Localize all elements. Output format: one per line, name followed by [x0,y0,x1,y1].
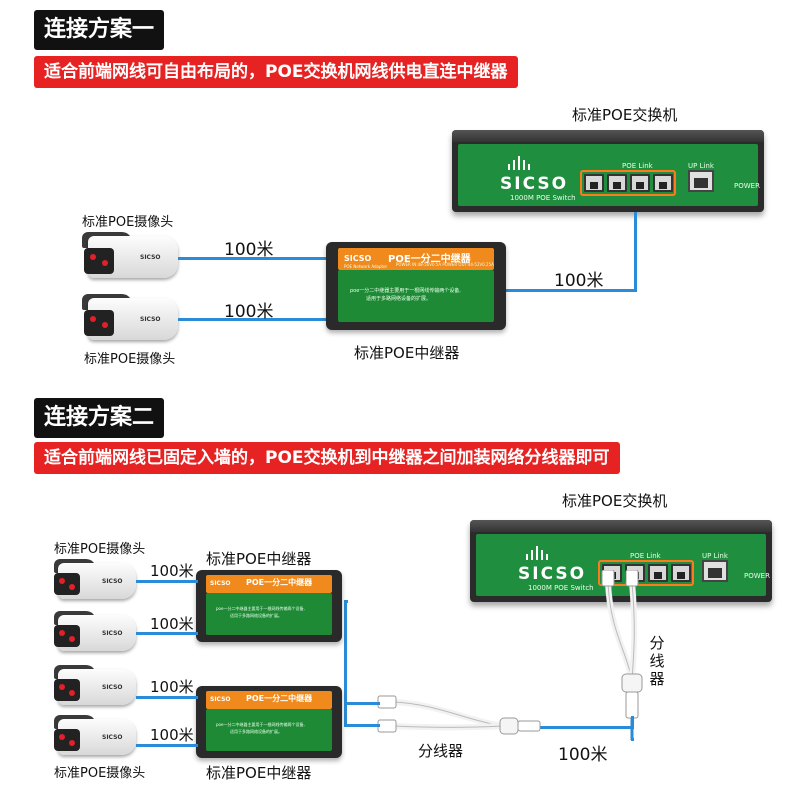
cable-cam1 [178,257,328,260]
uplink-port [702,560,728,582]
scheme1-title: 连接方案一 [34,10,165,50]
scheme1-subtitle: 适合前端网线可自由布局的，POE交换机网线供电直连中继器 [34,56,518,88]
cable-s2-cam4 [136,744,198,747]
uplink-port [688,170,714,192]
scheme1-switch-label: 标准POE交换机 [572,106,678,124]
scheme1-camera-label-top: 标准POE摄像头 [82,215,174,230]
scheme2-poe-switch: SICSO 1000M POE Switch POE Link UP Link … [470,520,772,602]
signal-bars-icon [526,546,548,560]
scheme1-camera-1: SICSO [78,228,178,284]
signal-bars-icon [508,156,530,170]
scheme2-dist-cam1: 100米 [150,562,194,580]
scheme2-camera-label-bottom: 标准POE摄像头 [54,766,146,781]
switch-uplink-label: UP Link [688,162,714,170]
switch-power-label: POWER [734,182,760,190]
scheme1-dist-switch: 100米 [554,271,604,291]
cable-switch-horizontal [504,289,637,292]
poe-port-2 [607,174,627,192]
poe-port-4 [671,564,691,582]
poe-port-1 [584,174,604,192]
poe-port-3 [648,564,668,582]
scheme1-repeater-label: 标准POE中继器 [354,344,460,362]
scheme2-splitter-vertical-label: 分 线 器 [649,634,665,688]
switch-tagline: 1000M POE Switch [528,584,594,592]
scheme2-camera-3: SICSO [50,662,136,710]
scheme1-camera-label-bottom: 标准POE摄像头 [84,352,176,367]
scheme2-camera-1: SICSO [50,556,136,604]
switch-brand: SICSO [518,564,587,584]
switch-uplink-label: UP Link [702,552,728,560]
scheme2-camera-label-top: 标准POE摄像头 [54,542,146,557]
cable-splitter-link [540,726,634,729]
scheme2-splitter-label: 分线器 [418,742,464,760]
cable-s2-cam3 [136,696,198,699]
splitter-horizontal-icon [377,695,541,735]
scheme1-poe-switch: SICSO 1000M POE Switch POE Link UP Link … [452,130,764,212]
cable-s2-cam1 [136,580,198,583]
switch-power-label: POWER [744,572,770,580]
cable-rep-split-2 [344,724,380,727]
cable-switch-vertical [634,212,637,292]
scheme2-dist-cam4: 100米 [150,726,194,744]
cable-rep1-stub [344,600,348,603]
cable-sw-bottom [631,738,634,741]
cable-s2-cam2 [136,632,198,635]
cable-rep-split-1 [344,702,380,705]
scheme2-poe-repeater-1: POE一分二中继器 SICSO poe一分二中继器主要用于一根网线传输两个设备,… [196,570,342,642]
repeater-desc-2: 适用于多路网络设备的扩展。 [366,296,432,302]
switch-poe-link-label: POE Link [622,162,653,170]
scheme2-poe-repeater-2: POE一分二中继器 SICSO poe一分二中继器主要用于一根网线传输两个设备,… [196,686,342,758]
scheme2-switch-label: 标准POE交换机 [562,492,668,510]
repeater-brand-sub: POE Network Adapter [344,264,388,269]
repeater-brand: SICSO [344,254,372,263]
switch-poe-link-label: POE Link [630,552,661,560]
repeater-title: POE一分二中继器 [388,254,471,265]
cable-cam2 [178,318,328,321]
switch-brand: SICSO [500,174,569,194]
splitter-vertical-icon [601,570,643,740]
poe-port-group [580,170,676,196]
scheme1-camera-2: SICSO [78,290,178,346]
cable-rep-vertical [344,600,347,726]
scheme2-repeater-label-bottom: 标准POE中继器 [206,764,312,782]
poe-port-group [598,560,694,586]
repeater-desc-1: poe一分二中继器主要用于一根网线传输两个设备, [350,288,461,294]
poe-port-4 [653,174,673,192]
scheme2-dist-switch: 100米 [558,745,608,765]
repeater-specs: POWER IN:48-56V0.5A POWER OUT:44-52V0.25… [396,262,494,267]
switch-tagline: 1000M POE Switch [510,194,576,202]
scheme2-dist-cam2: 100米 [150,615,194,633]
scheme2-repeater-label-top: 标准POE中继器 [206,550,312,568]
scheme2-camera-2: SICSO [50,608,136,656]
scheme2-camera-4: SICSO [50,712,136,760]
scheme2-title: 连接方案二 [34,398,165,438]
cable-splitter-vertical-end [631,716,634,729]
scheme2-subtitle: 适合前端网线已固定入墙的，POE交换机到中继器之间加装网络分线器即可 [34,442,620,474]
poe-port-3 [630,174,650,192]
scheme2-dist-cam3: 100米 [150,678,194,696]
scheme1-poe-repeater: POE一分二中继器 SICSO POE Network Adapter POWE… [326,242,506,330]
scheme1-dist-cam2: 100米 [224,302,274,322]
scheme1-dist-cam1: 100米 [224,240,274,260]
